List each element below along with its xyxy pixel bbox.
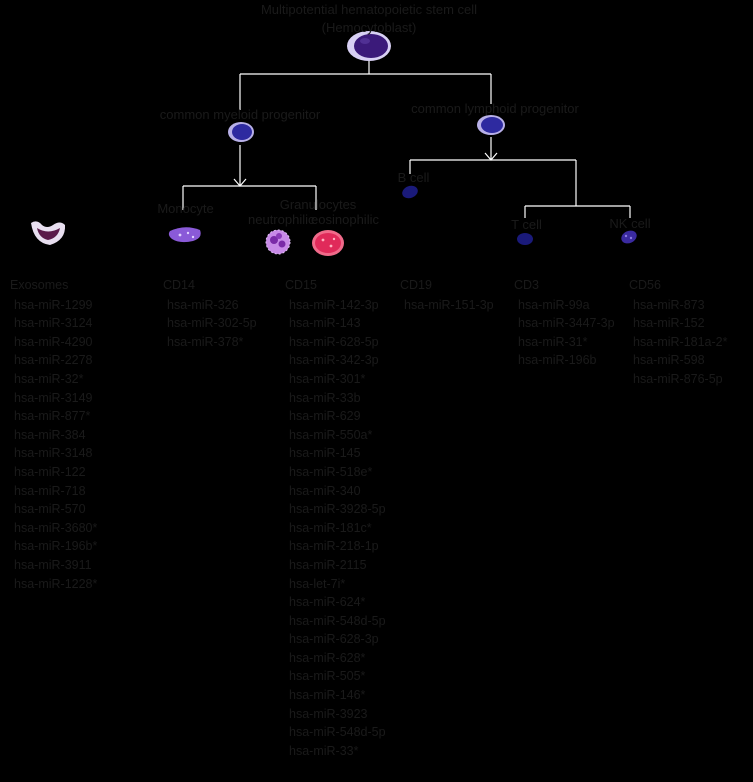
mirna-item: hsa-miR-3447-3p [518,316,615,331]
mirna-item: hsa-miR-550a* [289,427,373,442]
mirna-item: hsa-miR-628-5p [289,334,379,349]
mirna-item: hsa-miR-181c* [289,520,372,535]
mirna-item: hsa-miR-628* [289,650,366,665]
mirna-item: hsa-miR-3923 [289,706,368,721]
mirna-item: hsa-miR-152 [633,316,705,331]
mirna-item: hsa-miR-145 [289,446,361,461]
mirna-item: hsa-miR-3928-5p [289,502,386,517]
mirna-item: hsa-miR-340 [289,483,361,498]
neutrophilic-label: neutrophilic [248,212,315,227]
monocyte-icon [168,227,201,243]
mirna-item: hsa-miR-142-3p [289,297,379,312]
mirna-item: hsa-miR-548d-5p [289,725,386,740]
cd15-column: CD15 hsa-miR-142-3p hsa-miR-143 hsa-miR-62… [285,276,386,760]
lymphoid-progenitor-icon [477,115,505,135]
mirna-item: hsa-miR-218-1p [289,539,379,554]
mirna-item: hsa-miR-3911 [14,557,92,572]
mirna-item: hsa-let-7i* [289,576,346,591]
mirna-item: hsa-miR-181a-2* [633,334,728,349]
mirna-item: hsa-miR-3124 [14,316,93,331]
mirna-item: hsa-miR-33* [289,743,359,758]
mirna-item: hsa-miR-326 [167,297,239,312]
eosinophilic-label: eosinophilic [311,212,379,227]
exosome-icon [31,221,66,245]
mirna-item: hsa-miR-302-5p [167,316,257,331]
mirna-item: hsa-miR-877* [14,409,91,424]
mirna-item: hsa-miR-873 [633,297,705,312]
mirna-item: hsa-miR-151-3p [404,297,494,312]
column-header: CD19 [400,278,432,292]
mirna-item: hsa-miR-99a [518,297,590,312]
mirna-item: hsa-miR-1299 [14,297,93,312]
mirna-list: hsa-miR-873 hsa-miR-152 hsa-miR-181a-2* hsa… [629,296,727,389]
cd14-column: CD14 hsa-miR-326 hsa-miR-302-5p hsa-miR-37… [163,276,257,351]
cd56-column: CD56 hsa-miR-873 hsa-miR-152 hsa-miR-181a-… [629,276,727,389]
granulocytes-label: Granulocytes [279,197,357,212]
mirna-item: hsa-miR-548d-5p [289,613,386,628]
mirna-list: hsa-miR-326 hsa-miR-302-5p hsa-miR-378* [163,296,257,352]
nk-cell-icon [621,230,637,244]
cd3-column: CD3 hsa-miR-99a hsa-miR-3447-3p hsa-miR-31… [514,276,615,370]
mirna-item: hsa-miR-384 [14,427,86,442]
mirna-item: hsa-miR-629 [289,409,361,424]
neutrophil-icon [265,229,291,255]
mirna-item: hsa-miR-342-3p [289,353,379,368]
column-header: CD3 [514,278,540,292]
mirna-item: hsa-miR-876-5p [633,371,723,386]
root-subtitle: (Hemocytoblast) [321,20,417,35]
tree-connectors [182,59,631,218]
mirna-item: hsa-miR-196b [518,353,597,368]
column-header: CD15 [285,278,317,292]
column-header: Exosomes [10,278,69,292]
mirna-item: hsa-miR-598 [633,353,705,368]
root-title: Multipotential hematopoietic stem cell [260,2,478,17]
b-cell-icon [402,185,418,199]
myeloid-progenitor-icon [228,122,254,142]
mirna-item: hsa-miR-3149 [14,390,93,405]
column-header: CD14 [163,278,195,292]
mirna-item: hsa-miR-3680* [14,520,98,535]
t-cell-label: T cell [511,217,542,232]
myeloid-label: common myeloid progenitor [159,107,321,122]
lymphoid-label: common lymphoid progenitor [411,101,579,116]
mirna-item: hsa-miR-301* [289,371,366,386]
mirna-item: hsa-miR-31* [518,334,588,349]
mirna-item: hsa-miR-518e* [289,464,373,479]
mirna-item: hsa-miR-32* [14,371,84,386]
t-cell-icon [517,233,533,245]
mirna-item: hsa-miR-146* [289,688,366,703]
monocyte-label: Monocyte [157,201,214,216]
column-header: CD56 [629,278,661,292]
mirna-item: hsa-miR-570 [14,502,86,517]
mirna-item: hsa-miR-378* [167,334,244,349]
mirna-item: hsa-miR-2115 [289,557,367,572]
mirna-item: hsa-miR-122 [14,464,86,479]
mirna-list: hsa-miR-1299 hsa-miR-3124 hsa-miR-4290 hsa-… [10,296,97,594]
mirna-item: hsa-miR-4290 [14,334,93,349]
mirna-item: hsa-miR-196b* [14,539,98,554]
mirna-item: hsa-miR-718 [14,483,86,498]
cd19-column: CD19 hsa-miR-151-3p [400,276,494,314]
mirna-item: hsa-miR-628-3p [289,632,379,647]
mirna-item: hsa-miR-143 [289,316,361,331]
b-cell-label: B cell [397,170,430,185]
mirna-list: hsa-miR-151-3p [400,296,494,315]
mirna-item: hsa-miR-624* [289,595,366,610]
mirna-list: hsa-miR-142-3p hsa-miR-143 hsa-miR-628-5p h… [285,296,386,761]
mirna-list: hsa-miR-99a hsa-miR-3447-3p hsa-miR-31* hsa… [514,296,615,370]
stem-cell-icon [347,31,391,61]
mirna-item: hsa-miR-505* [289,669,366,684]
mirna-item: hsa-miR-1228* [14,576,98,591]
eosinophil-icon [312,230,344,256]
mirna-item: hsa-miR-2278 [14,353,93,368]
nk-cell-label: NK cell [609,216,651,231]
mirna-item: hsa-miR-3148 [14,446,93,461]
mirna-item: hsa-miR-33b [289,390,361,405]
